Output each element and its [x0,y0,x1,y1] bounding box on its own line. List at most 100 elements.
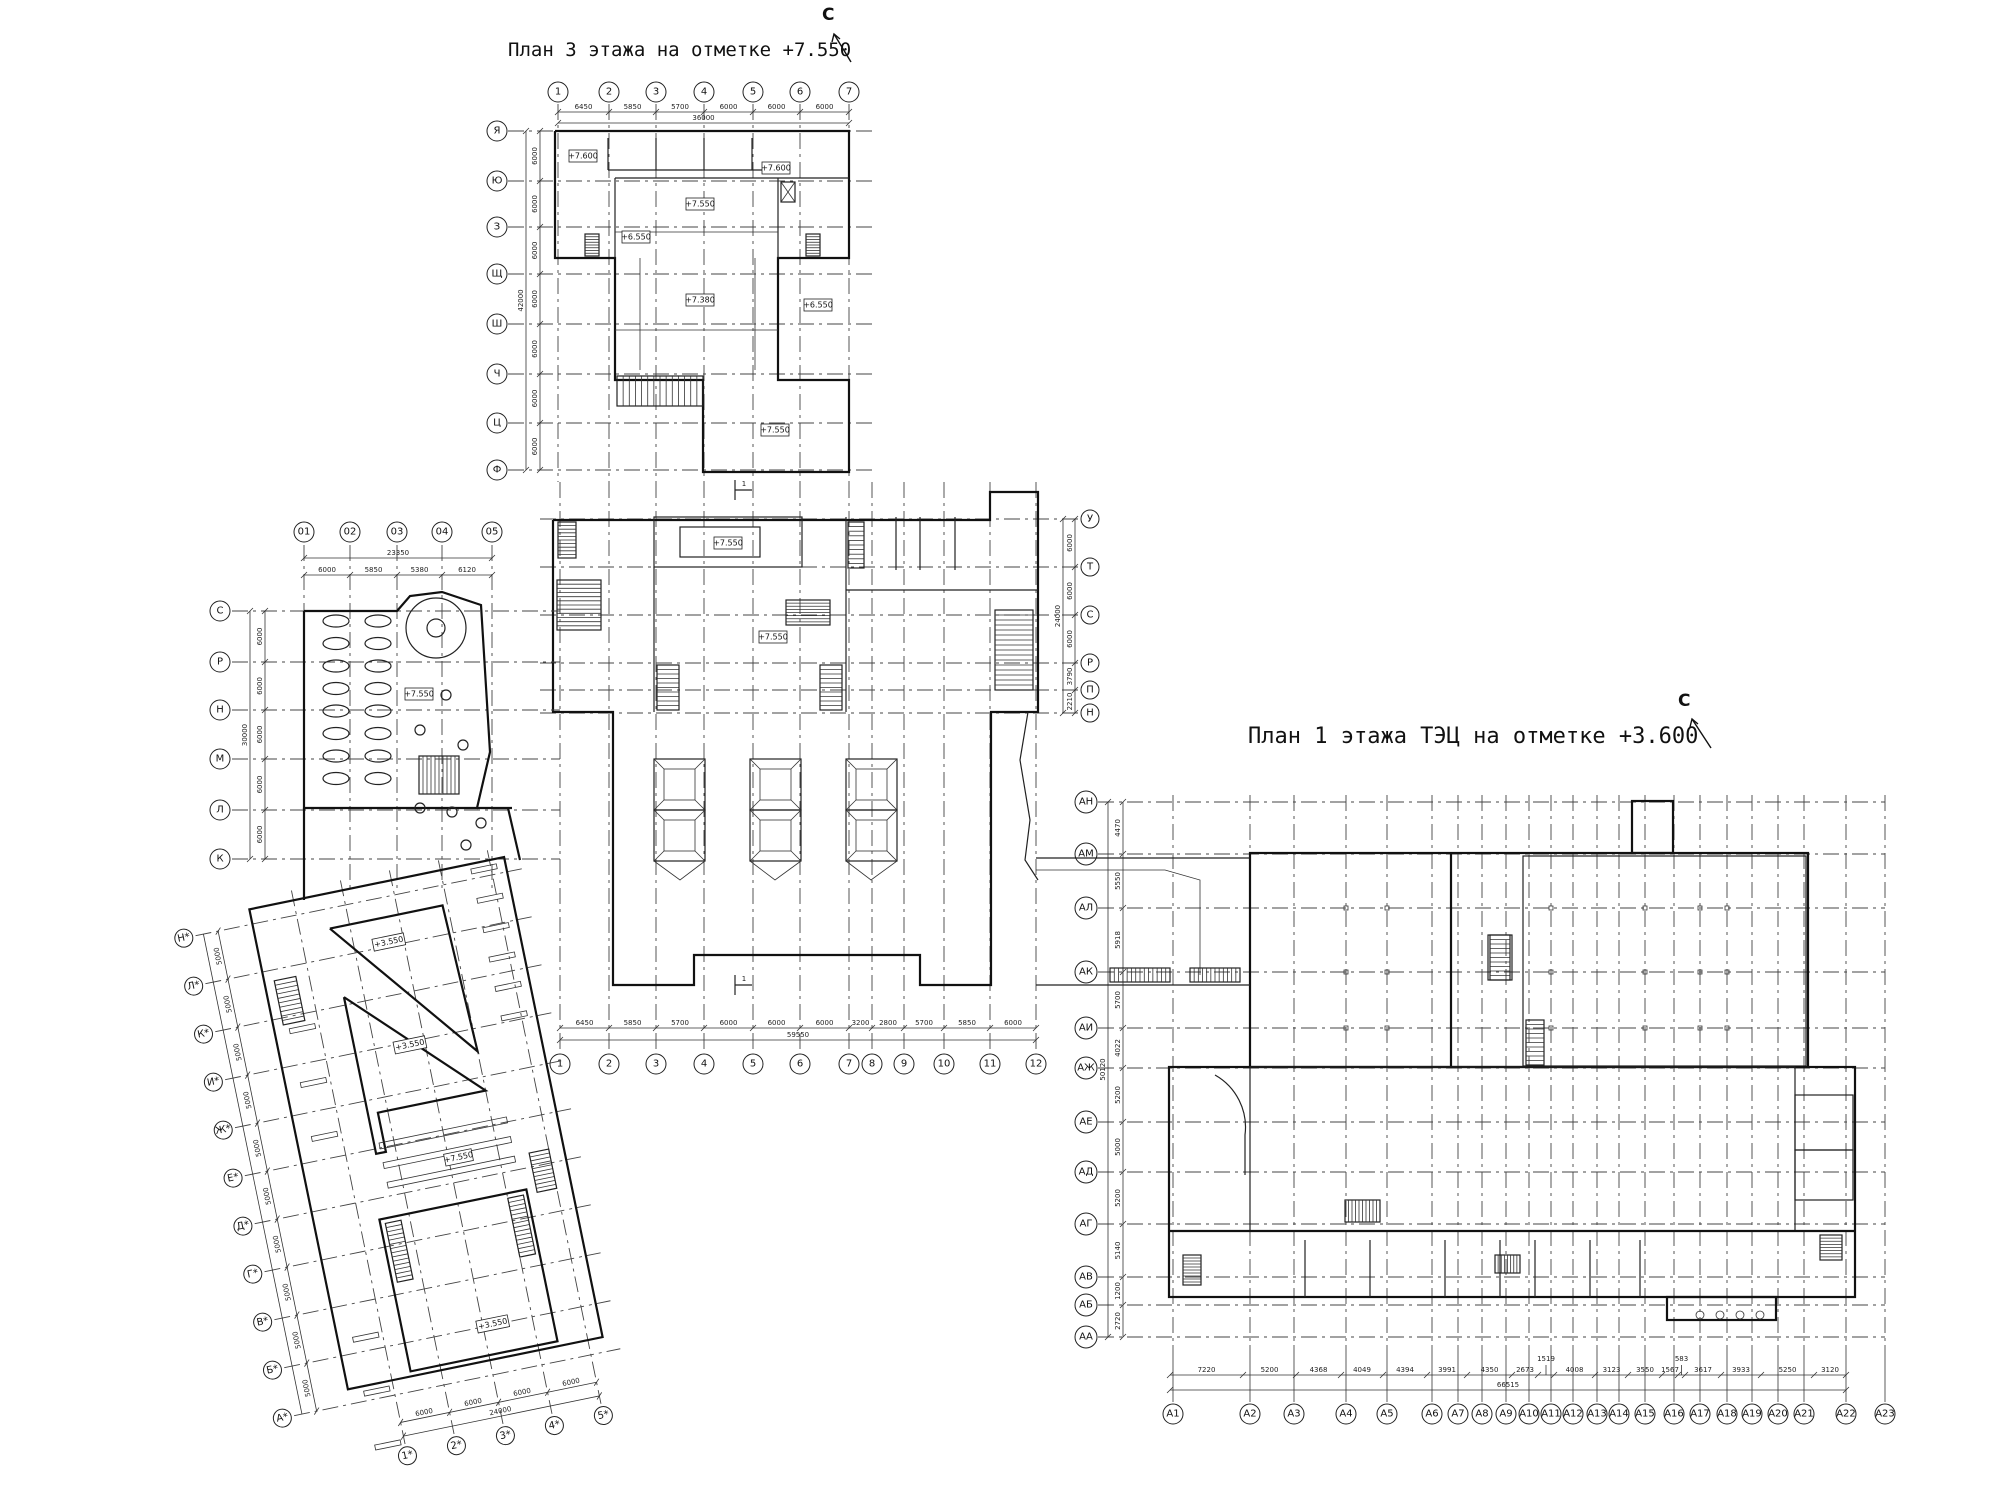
grid-axis-marker: 5 [742,81,764,103]
dimension-tick [254,1119,261,1127]
axis-label: А7 [1451,1409,1464,1420]
dimension-tick [495,1398,502,1407]
skylight-inner [759,768,792,801]
skylight-edge [694,758,706,770]
axis-bubble [209,699,231,721]
axis-bubble [1074,842,1098,866]
dimension-tick [749,1024,757,1032]
grid-axis-marker: 7 [838,81,860,103]
dimension-tick [1239,1371,1247,1379]
dimension-tick [446,1408,453,1417]
axis-bubble [933,1053,955,1075]
staircase [584,233,600,257]
bench [488,951,516,963]
table [322,681,350,696]
grid-axis-marker: АК [1074,960,1098,984]
grid-axis-marker: Ф [486,459,508,481]
axis-label: А1 [1166,1409,1179,1420]
axis-label: У [1087,514,1093,525]
dimension-value: 3123 [1603,1366,1621,1374]
north-arrow-icon: С [1678,691,1712,749]
axis-label: А17 [1690,1409,1710,1420]
level-box [621,230,651,244]
axis-label: Ш [492,319,503,330]
skylight-roof [845,860,898,881]
outer-wall [248,855,604,1391]
axis-bubble [838,1053,860,1075]
grid-axis-marker: 01 [293,521,315,543]
dimension-value: 6000 [318,566,336,574]
axis-label: АЖ [1077,1063,1095,1074]
axis-label: 5* [597,1409,610,1422]
skylight-edge [749,799,761,811]
grid-line [274,1252,601,1321]
dimension-tick [261,755,269,763]
dimension-tick [261,658,269,666]
dimension-tick [605,108,613,116]
axis-bubble [742,81,764,103]
axis-bubble [386,521,408,543]
staircase [273,975,306,1026]
dimension-value: 5000 [252,1139,263,1158]
grid-axis-marker: 6 [789,1053,811,1075]
stair-step [512,1219,529,1224]
skylight [749,758,802,811]
dimension-tick [1119,904,1127,912]
dimension-total: 30000 [241,724,249,746]
bench [374,1439,402,1451]
dimension-total: 24000 [1054,605,1062,627]
axis-label: М [216,754,225,765]
skylight-inner [663,768,696,801]
axis-bubble [838,81,860,103]
axis-label: 3* [499,1429,512,1442]
axis-label: 01 [298,527,311,538]
grid-axis-marker: 4* [544,1416,564,1436]
grid-axis-marker: А16 [1663,1403,1685,1425]
grid-axis-marker: А12 [1562,1403,1584,1425]
level-value: +7.550 [758,633,788,642]
axis-bubble [1471,1403,1493,1425]
dimension-value: 5918 [1114,931,1122,949]
level-value: +7.550 [404,690,434,699]
axis-bubble [742,1053,764,1075]
dimension-tick [1119,1024,1127,1032]
dimension-tick [1071,563,1079,571]
skylight-edge [694,850,706,862]
axis-label: Р [217,657,223,668]
stair-step [282,1015,305,1021]
stair-step [281,1011,304,1017]
dimension-tick [1757,1371,1765,1379]
dimension-tick [300,554,308,562]
stair-step [278,998,301,1004]
grid-axis-marker: 1* [397,1446,417,1466]
atrium-outline [378,1188,559,1373]
grid-axis-marker: 3* [495,1426,515,1446]
dimension-tick [300,571,308,579]
skylight-edge [653,799,665,811]
stair-step [393,1261,410,1266]
grid-line [486,850,602,1404]
axis-bubble [203,1072,223,1092]
axis-bubble [1239,1403,1261,1425]
axis-bubble [1283,1403,1305,1425]
dimension-tick [536,466,544,474]
grid-axis-marker: А20 [1767,1403,1789,1425]
axis-label: 9 [901,1059,907,1070]
dimension-value: 5550 [1114,872,1122,890]
dimension-tick [274,1215,280,1223]
axis-bubble [1608,1403,1630,1425]
grid-axis-marker: Л [209,799,231,821]
dimension-value: 5700 [1114,991,1122,1009]
level-box [443,1148,474,1167]
axis-bubble [446,1436,466,1456]
staircase [847,521,865,569]
dimension-tick [845,108,853,116]
dimension-value: 6000 [1004,1019,1022,1027]
grid-axis-marker: АН [1074,790,1098,814]
dimension-value: 3991 [1438,1366,1456,1374]
connector [1036,869,1201,975]
title-first-floor: План 1 этажа ТЭЦ на отметке +3.600 С [1248,691,1712,749]
grid-axis-marker: 1 [549,1053,571,1075]
dimension-tick [544,1388,551,1397]
axis-label: Л [216,805,224,816]
